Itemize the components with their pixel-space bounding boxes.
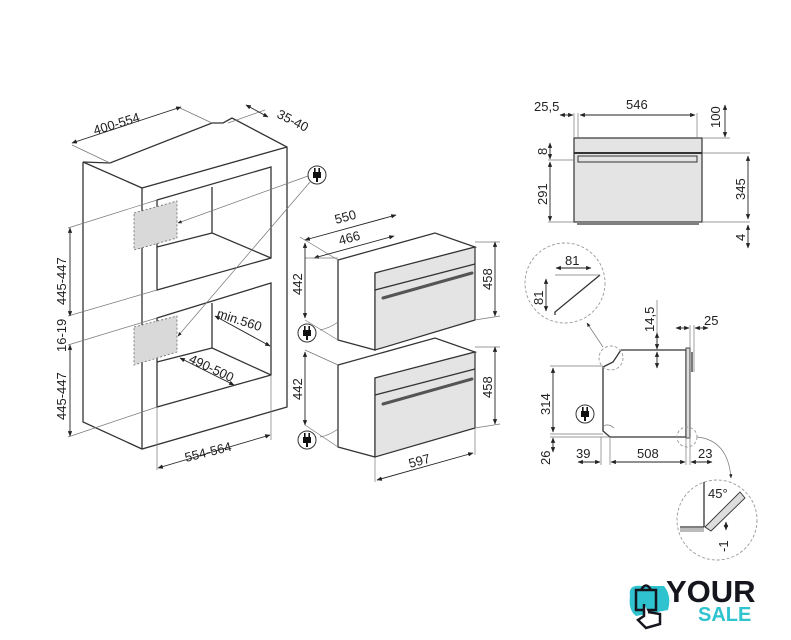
logo-word-your: YOUR	[666, 574, 756, 609]
dim-side-height: 314	[538, 393, 553, 415]
dim-oven-body-height-upper: 442	[290, 273, 305, 295]
dim-oven-depth: 550	[333, 207, 358, 227]
oven-side-view: 81 81 14,5 25 314 26 39 508 23 45°	[524, 242, 758, 561]
dim-top-to-handle: 100	[708, 106, 723, 128]
logo-word-sale: SALE	[698, 604, 752, 626]
oven-front-view: 25,5 546 100 345 4 8 291	[534, 97, 751, 249]
dim-niche-depth-min: min.560	[215, 306, 264, 335]
power-plug-icon	[575, 404, 595, 424]
oven-lower-drawing: 442 458 597	[290, 337, 501, 482]
cabinet-drawing: 400-554 35-40 445-447 16-19 445-447 min.…	[54, 104, 327, 470]
dim-gap-height: 16-19	[54, 319, 69, 352]
dim-front-offset: 25,5	[534, 99, 559, 114]
dim-oven-body-depth: 466	[337, 228, 362, 248]
dim-rear-offset: 39	[576, 446, 590, 461]
dim-oven-front-height-lower: 458	[480, 376, 495, 398]
dim-lower-niche: 445-447	[54, 372, 69, 420]
dim-handle-depth: 25	[704, 313, 718, 328]
dim-oven-width: 597	[407, 451, 432, 471]
dim-handle-to-bottom: 291	[535, 183, 550, 205]
power-plug-icon	[297, 323, 317, 343]
socket-area-lower	[133, 315, 178, 366]
dim-bottom-gap: 4	[733, 234, 748, 241]
dim-top-offset: 14,5	[642, 307, 657, 332]
power-plug-icon	[307, 165, 327, 185]
dim-base-height: 26	[538, 451, 553, 465]
yoursale-logo: YOUR SALE	[628, 574, 778, 632]
dim-gap-depth: 35-40	[275, 106, 311, 134]
oven-upper-drawing: 550 466 442 458	[290, 207, 501, 351]
dim-oven-front-height-upper: 458	[480, 268, 495, 290]
power-plug-icon	[297, 430, 317, 450]
dim-chamfer-width: 81	[565, 253, 579, 268]
dim-handle-thickness: 8	[535, 148, 550, 155]
dim-door-drop: -1	[716, 540, 731, 552]
dim-oven-body-height-lower: 442	[290, 378, 305, 400]
dim-side-depth: 508	[637, 446, 659, 461]
dim-niche-width: 554-564	[183, 439, 233, 465]
dim-cabinet-width-top: 400-554	[91, 110, 141, 138]
dim-door-angle: 45°	[708, 486, 728, 501]
dim-front-inner-width: 546	[626, 97, 648, 112]
dim-chamfer-height: 81	[531, 291, 546, 305]
shopping-bag-hand-icon	[629, 584, 670, 630]
dim-door-depth: 23	[698, 446, 712, 461]
dim-upper-niche: 445-447	[54, 257, 69, 305]
socket-area-upper	[133, 200, 178, 251]
dim-front-lower-height: 345	[733, 178, 748, 200]
